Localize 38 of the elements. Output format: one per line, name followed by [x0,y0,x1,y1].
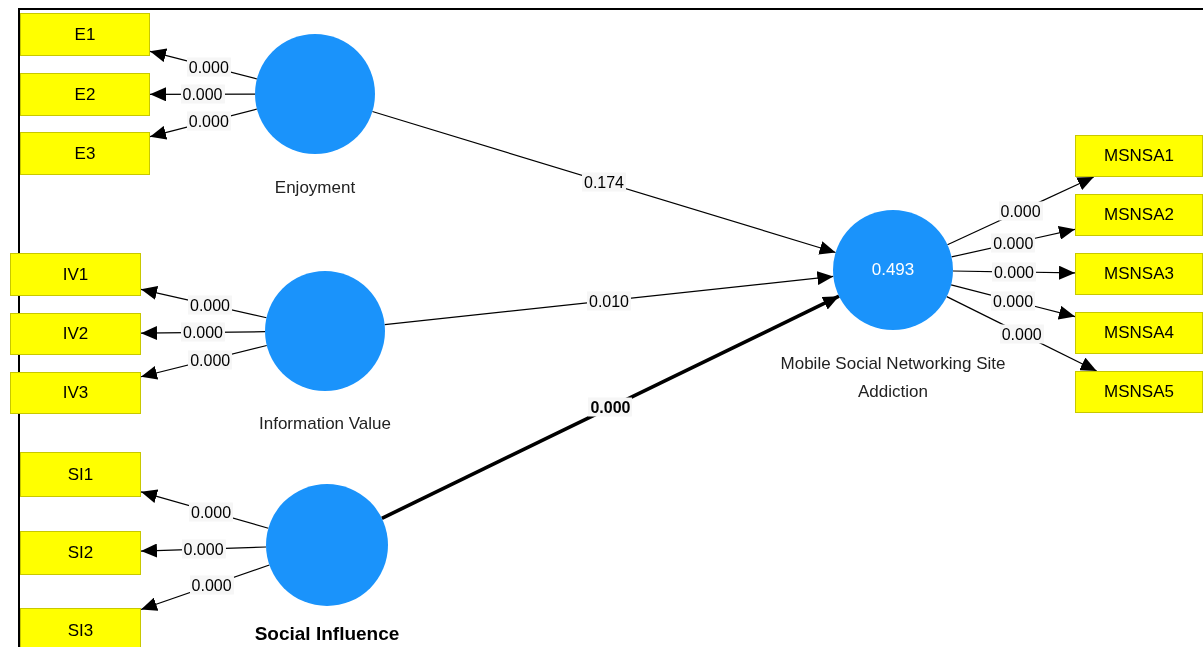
indicator-box: IV3 [10,372,141,414]
arrow [371,110,837,255]
arrow [381,294,840,520]
edge-label: 0.000 [186,111,231,131]
edge-label: 0.000 [999,324,1044,344]
edge-label: 0.000 [189,575,234,595]
construct-label: Enjoyment [273,177,357,199]
indicator-box: MSNSA5 [1075,371,1203,413]
edge-label: 0.000 [188,350,233,370]
indicator-box: SI1 [20,452,141,497]
indicator-box: SI3 [20,608,141,647]
arrow [384,271,834,326]
indicator-box: E3 [20,132,150,175]
construct-label: Information Value [258,413,392,435]
edge-label: 0.000 [180,84,225,104]
edge-label: 0.000 [189,502,234,522]
construct-label: Mobile Social Networking Site Addiction [779,353,1007,403]
edge-label: 0.000 [991,233,1036,253]
indicator-box: IV1 [10,253,141,296]
edge-label: 0.000 [188,295,232,315]
edge-label: 0.000 [181,539,226,559]
edge-label: 0.000 [181,322,225,342]
indicator-box: MSNSA1 [1075,135,1203,177]
edge-label: 0.010 [587,291,631,310]
construct-label: Social Influence [253,622,401,646]
edge-label: 0.174 [582,172,626,192]
edge-label: 0.000 [998,201,1043,221]
indicator-box: MSNSA4 [1075,312,1203,354]
indicator-box: MSNSA2 [1075,194,1203,236]
edge-label: 0.000 [991,262,1036,282]
indicator-box: SI2 [20,531,141,575]
indicator-box: MSNSA3 [1075,253,1203,295]
edge-label: 0.000 [991,291,1036,311]
edge-label: 0.000 [588,397,633,417]
indicator-box: E2 [20,73,150,116]
edge-label: 0.000 [186,57,231,76]
indicator-box: IV2 [10,313,141,355]
indicator-box: E1 [20,13,150,56]
